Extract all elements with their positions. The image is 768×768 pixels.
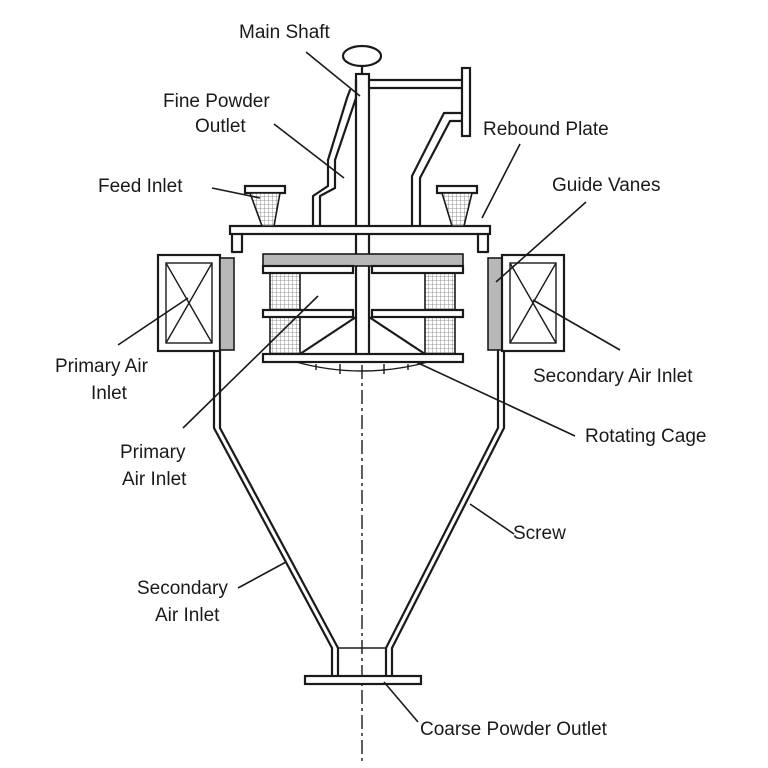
label-feed-inlet: Feed Inlet (98, 176, 183, 197)
feed-inlet-left (243, 184, 287, 227)
label-secondary-air-inlet-low-line1: Secondary (137, 578, 228, 599)
leader-feed-inlet (211, 187, 261, 199)
feed-inlet-right (435, 184, 479, 227)
label-primary-air-inlet-inner-line1: Primary (120, 442, 186, 463)
label-secondary-air-inlet-right: Secondary Air Inlet (533, 366, 693, 387)
leader-rebound-plate (481, 143, 521, 219)
label-rebound-plate: Rebound Plate (483, 119, 609, 140)
fine-powder-outlet-duct (311, 66, 472, 230)
leader-fine-powder-outlet (273, 123, 345, 179)
leader-secondary-air-right (532, 299, 621, 351)
label-primary-air-inlet-left-line2: Inlet (91, 383, 128, 404)
top-plate (228, 224, 492, 254)
leader-guide-vanes (495, 201, 587, 283)
label-primary-air-inlet-inner-line2: Air Inlet (122, 469, 187, 490)
label-coarse-powder-outlet: Coarse Powder Outlet (420, 719, 608, 740)
leader-coarse-powder-outlet (383, 681, 419, 723)
classifier-body (212, 349, 506, 686)
labels: Main Shaft Fine Powder Outlet Rebound Pl… (55, 22, 706, 740)
leader-primary-air-inner (182, 295, 319, 429)
label-guide-vanes: Guide Vanes (552, 175, 660, 196)
label-primary-air-inlet-left-line1: Primary Air (55, 356, 149, 377)
leader-primary-air-left (117, 297, 189, 346)
leader-secondary-air-low (237, 561, 287, 589)
label-main-shaft: Main Shaft (239, 22, 331, 43)
rotating-cage (261, 253, 465, 374)
label-screw: Screw (513, 523, 566, 544)
label-secondary-air-inlet-low-line2: Air Inlet (155, 605, 220, 626)
label-fine-powder-outlet-line1: Fine Powder (163, 91, 270, 112)
right-air-box (487, 253, 566, 353)
leader-lines (117, 51, 621, 723)
leader-rotating-cage (415, 361, 576, 437)
left-air-box (156, 253, 235, 353)
leader-screw (469, 503, 515, 535)
leader-main-shaft (305, 51, 361, 97)
label-fine-powder-outlet-line2: Outlet (195, 116, 246, 137)
main-shaft (341, 44, 383, 358)
label-rotating-cage: Rotating Cage (585, 426, 706, 447)
